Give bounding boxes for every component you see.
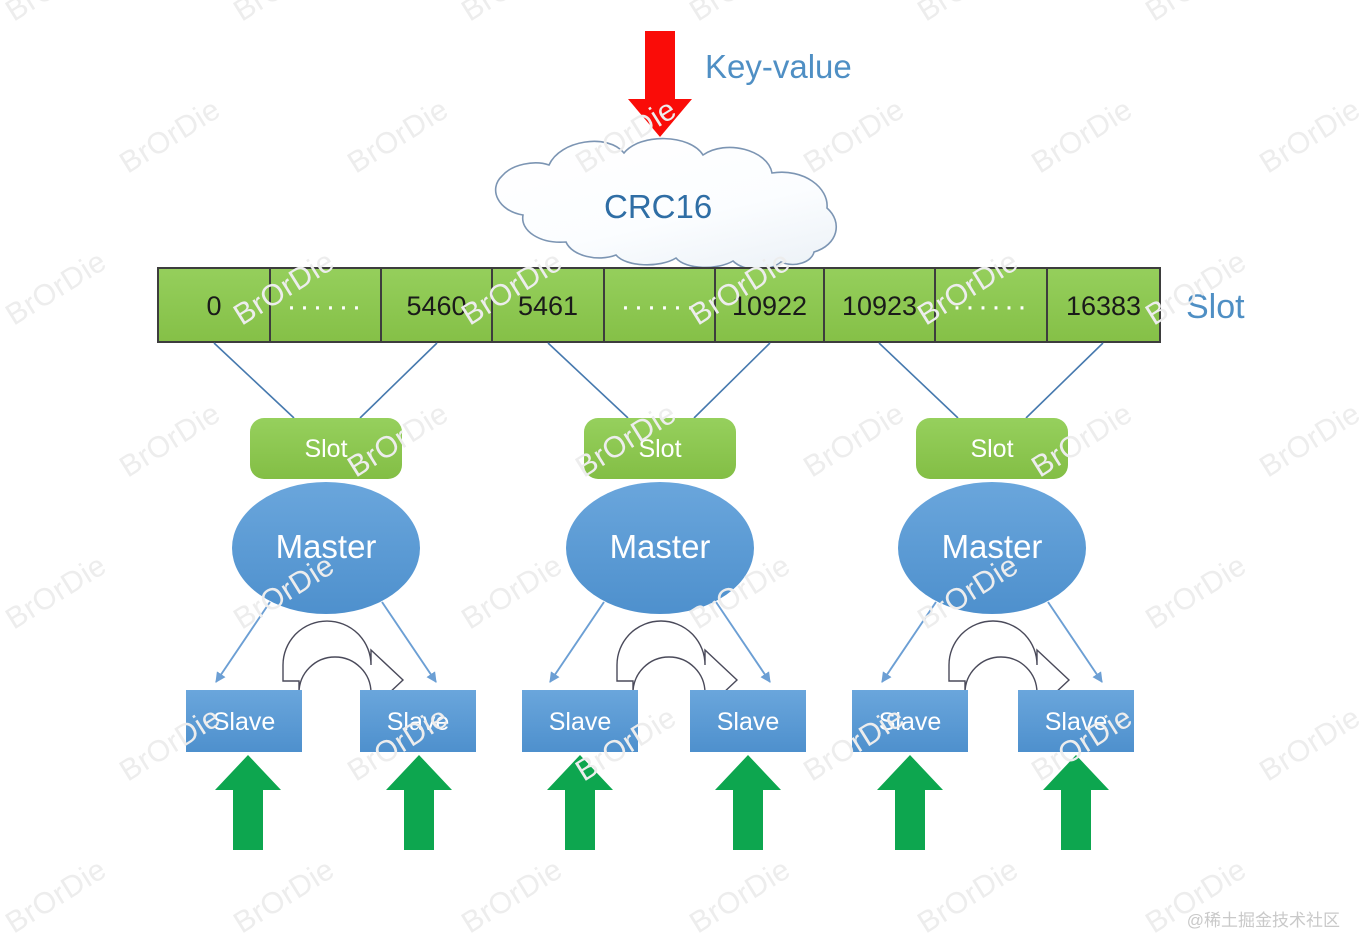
- write-arrow-2a: [547, 755, 613, 850]
- master-label-3: Master: [941, 528, 1043, 565]
- write-arrow-3a: [877, 755, 943, 850]
- master-label-2: Master: [609, 528, 711, 565]
- slave-box-2a: [522, 690, 638, 752]
- slot-cell-7: ······: [952, 290, 1030, 323]
- write-arrow-2b: [715, 755, 781, 850]
- slot-cell-2: 5460: [406, 291, 467, 321]
- master-node-1: [232, 482, 420, 614]
- slave-label-2b: Slave: [716, 708, 780, 736]
- slave-box-1a: [186, 690, 302, 752]
- slot-axis-label: Slot: [1186, 288, 1245, 326]
- slot-bar: [157, 267, 1161, 343]
- slot-cell-4: ······: [620, 290, 699, 323]
- crc16-label: CRC16: [604, 188, 713, 225]
- master-label-1: Master: [275, 528, 377, 565]
- slave-label-1a: Slave: [212, 708, 276, 736]
- shard-3: [852, 418, 1134, 850]
- replication-arc-3: [948, 620, 1071, 712]
- crc16-cloud: [494, 137, 837, 271]
- slave-label-3a: Slave: [878, 708, 942, 736]
- write-arrow-1b: [386, 755, 452, 850]
- slave-box-3a: [852, 690, 968, 752]
- slot-cell-8: 16383: [1065, 291, 1142, 321]
- replication-arc-2: [616, 620, 739, 712]
- slot-box-label-1: Slot: [304, 435, 348, 463]
- slot-cell-6: 10923: [841, 291, 918, 321]
- key-value-arrow: [628, 31, 692, 137]
- key-value-label: Key-value: [705, 48, 852, 85]
- shard-2: [522, 418, 806, 850]
- slot-box-3: [916, 418, 1068, 479]
- master-node-3: [898, 482, 1086, 614]
- slot-box-1: [250, 418, 402, 479]
- slot-box-2: [584, 418, 736, 479]
- write-arrow-3b: [1043, 755, 1109, 850]
- slave-label-1b: Slave: [386, 708, 450, 736]
- slave-box-3b: [1018, 690, 1134, 752]
- slot-box-label-3: Slot: [970, 435, 1014, 463]
- replication-arc-1: [282, 620, 405, 712]
- shard-1: [186, 418, 476, 850]
- slave-label-3b: Slave: [1044, 708, 1108, 736]
- slot-cell-5: 10922: [731, 291, 808, 321]
- slot-box-label-2: Slot: [638, 435, 682, 463]
- site-credit: @稀土掘金技术社区: [1186, 911, 1340, 930]
- slot-cell-0: 0: [206, 291, 222, 321]
- slot-cell-3: 5461: [517, 291, 579, 321]
- write-arrow-1a: [215, 755, 281, 850]
- slot-cell-1: ······: [286, 290, 365, 323]
- master-node-2: [566, 482, 754, 614]
- slave-box-1b: [360, 690, 476, 752]
- slot-connectors: [213, 342, 1104, 419]
- slave-box-2b: [690, 690, 806, 752]
- slave-label-2a: Slave: [548, 708, 612, 736]
